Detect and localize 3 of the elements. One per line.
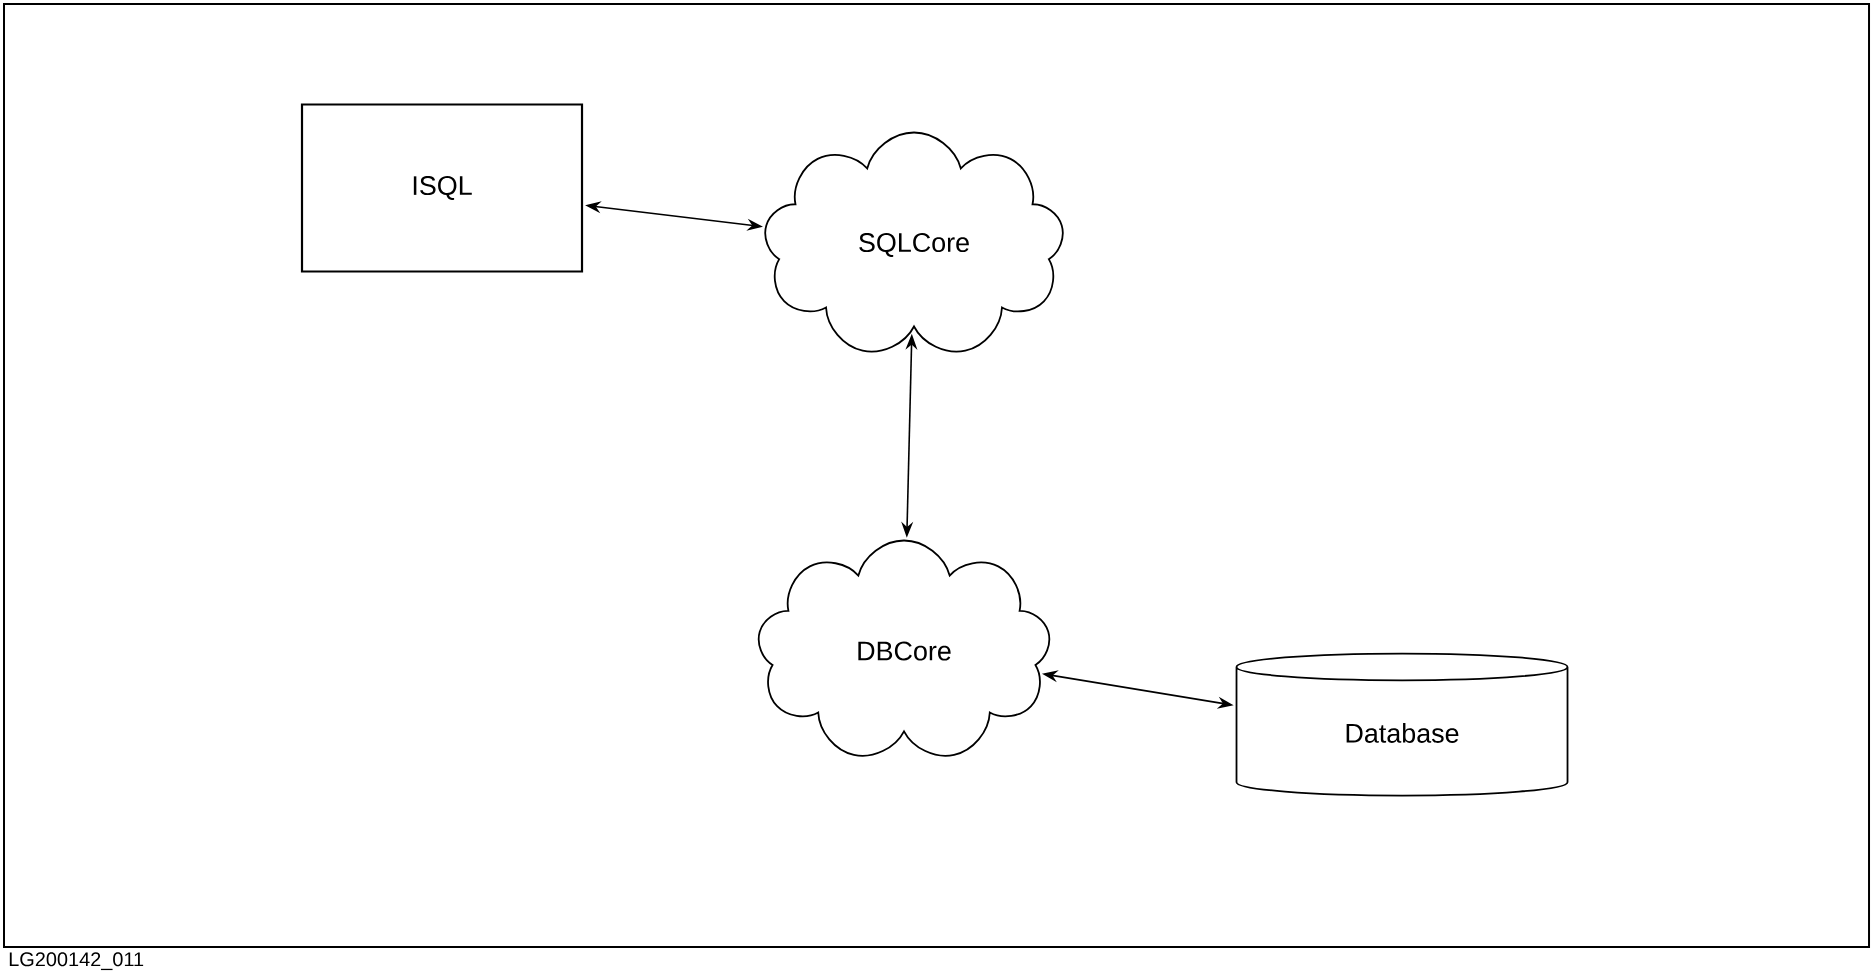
database-cylinder: Database [1235,652,1569,797]
figure-id: LG200142_011 [9,952,144,971]
process-box: ISQL [300,103,584,273]
